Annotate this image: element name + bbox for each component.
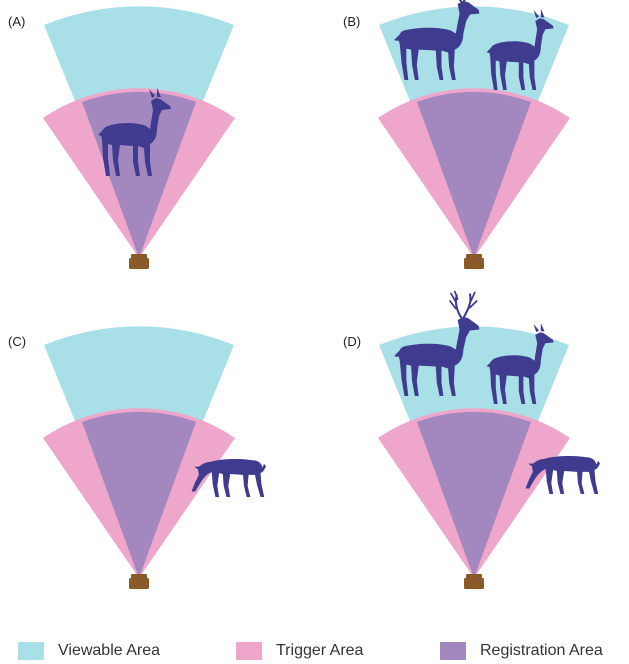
legend-item-trigger: Trigger Area	[236, 640, 363, 662]
panel-label-b: (B)	[343, 14, 360, 29]
legend-swatch-viewable	[18, 642, 44, 660]
legend-label-viewable: Viewable Area	[58, 642, 160, 659]
legend-swatch-registration	[440, 642, 466, 660]
grazing-deer-silhouette	[525, 455, 601, 494]
legend-swatch-trigger	[236, 642, 262, 660]
legend-label-trigger: Trigger Area	[276, 642, 364, 659]
panel-c: (C)	[8, 326, 267, 589]
panel-c-zones	[43, 326, 235, 589]
panel-label-d: (D)	[343, 334, 361, 349]
legend-item-registration: Registration Area	[440, 640, 603, 662]
panel-label-a: (A)	[8, 14, 25, 29]
grazing-deer-silhouette	[191, 458, 267, 497]
legend-item-viewable: Viewable Area	[18, 640, 160, 662]
panel-b: (B)	[343, 0, 570, 270]
panel-d: (D)	[343, 290, 601, 589]
panel-a: (A)	[8, 6, 235, 270]
panel-label-c: (C)	[8, 334, 26, 349]
legend-label-registration: Registration Area	[480, 642, 603, 659]
panel-d-zones	[378, 326, 570, 589]
legend: Viewable Area Trigger Area Registration …	[0, 636, 629, 664]
